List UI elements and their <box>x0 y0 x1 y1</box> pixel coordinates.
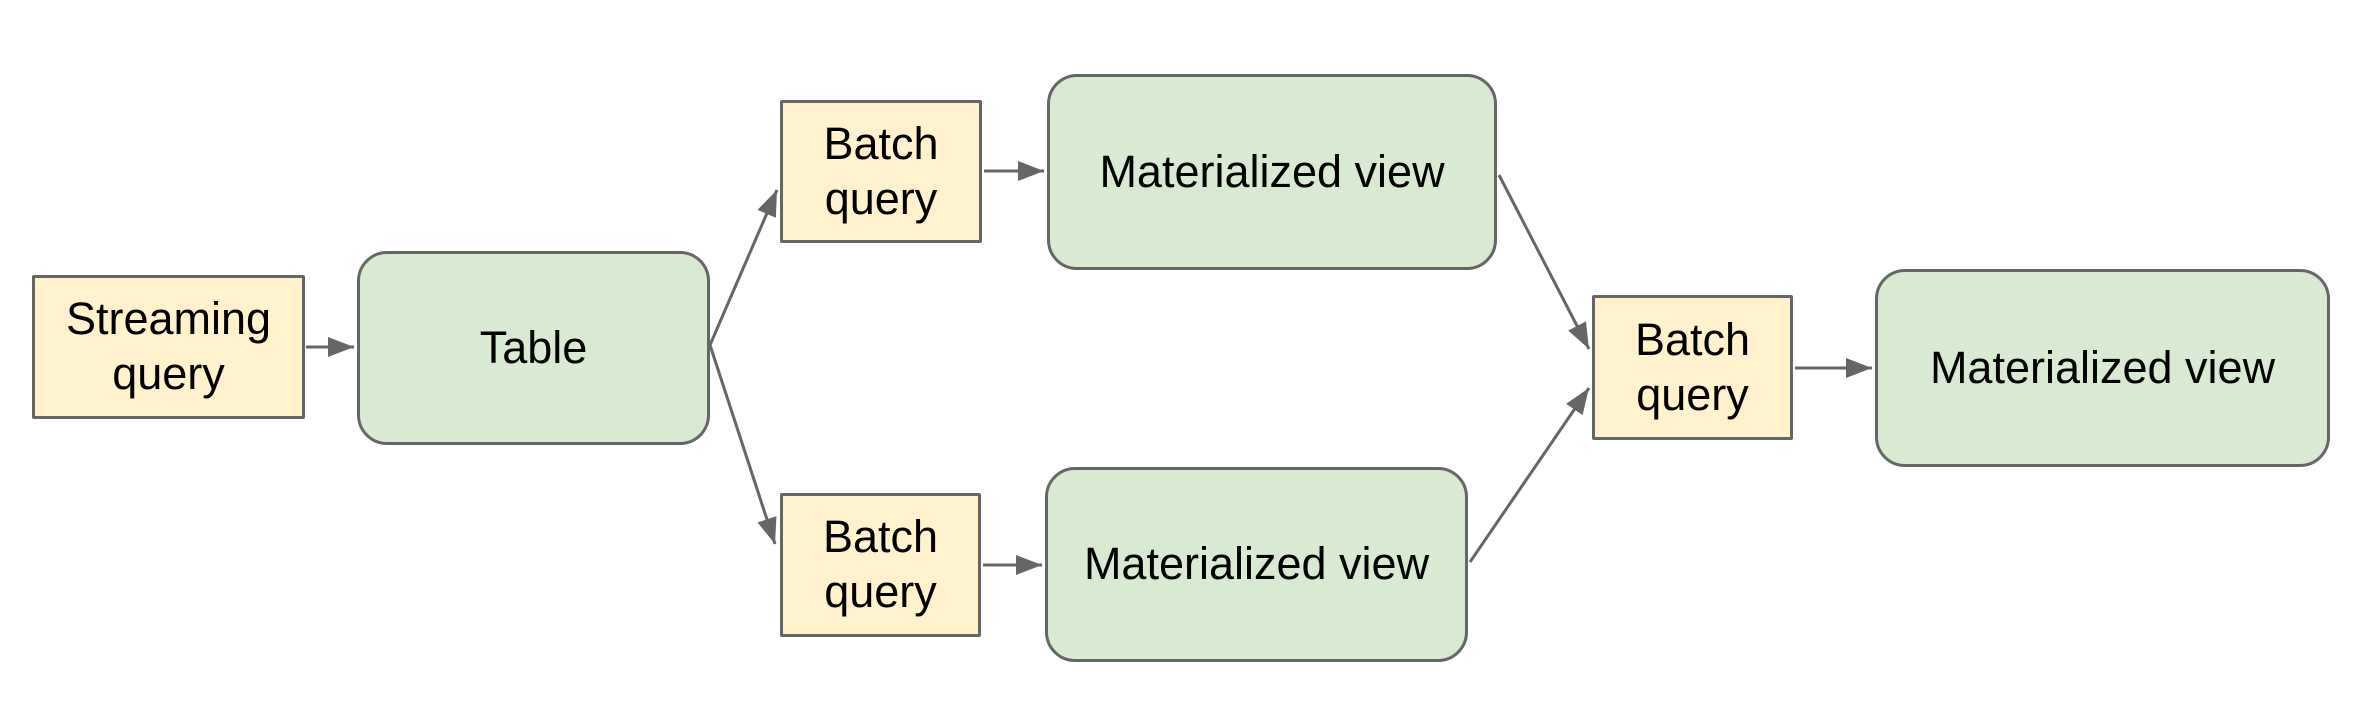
arrow-mv-top-to-batch-query-right <box>1497 174 1591 350</box>
arrow-table-to-batch-query-top <box>708 189 779 346</box>
arrow-mv-bottom-to-batch-query-right <box>1468 387 1591 563</box>
node-materialized-view-top: Materialized view <box>1047 74 1497 270</box>
node-batch-query-right: Batch query <box>1592 295 1793 440</box>
arrow-table-to-batch-query-bottom <box>708 344 777 545</box>
node-materialized-view-bottom: Materialized view <box>1045 467 1468 662</box>
node-streaming-query: Streaming query <box>32 275 305 419</box>
node-table: Table <box>357 251 710 445</box>
node-batch-query-bottom: Batch query <box>780 493 981 637</box>
node-batch-query-top: Batch query <box>780 100 982 243</box>
node-materialized-view-final: Materialized view <box>1875 269 2330 467</box>
